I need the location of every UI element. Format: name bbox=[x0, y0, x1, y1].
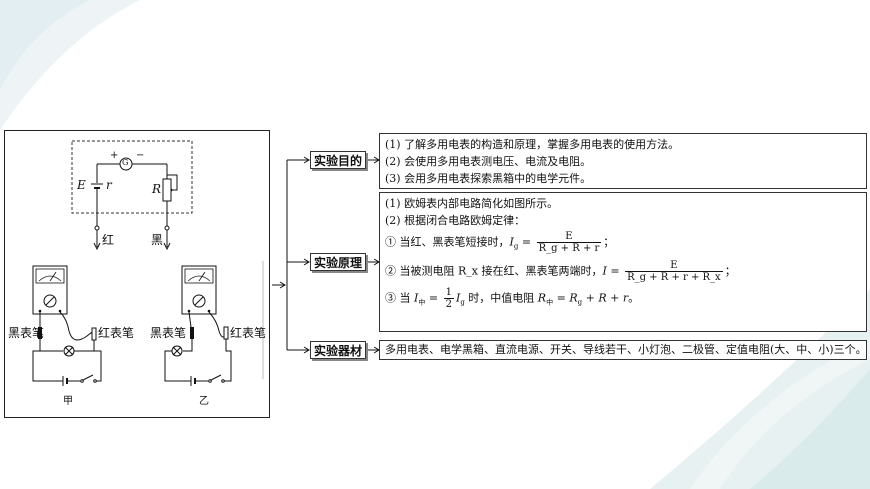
right-black-probe-label: 黑表笔 bbox=[150, 326, 187, 340]
purpose-item: (3) 会用多用电表探索黑箱中的电学元件。 bbox=[385, 172, 592, 185]
formula-numerator: E bbox=[625, 260, 723, 272]
black-terminal-label: 黑 bbox=[151, 233, 164, 247]
emf-label: E bbox=[77, 178, 86, 192]
purpose-content: (1) 了解多用电表的构造和原理，掌握多用电表的使用方法。 (2) 会使用多用电… bbox=[379, 133, 867, 189]
galvanometer-label: G bbox=[122, 158, 129, 167]
formula-denominator: R_g + R + r bbox=[538, 243, 600, 254]
principle-line-formula: ① 当红、黑表笔短接时，Ig = E R_g + R + r ； bbox=[385, 231, 615, 254]
circuit-diagram: + G − E r R 红 黑 黑表笔 红表笔 黑表笔 红表笔 甲 乙 bbox=[4, 130, 270, 418]
principle-prefix: ② 当被测电阻 R_x 接在红、黑表笔两端时， bbox=[385, 264, 603, 278]
principle-prefix: ③ 当 bbox=[385, 291, 411, 305]
caption-b: 乙 bbox=[199, 396, 209, 407]
principle-mid: 时，中值电阻 bbox=[468, 291, 535, 305]
circuit-drawing bbox=[32, 140, 264, 386]
red-terminal-label: 红 bbox=[102, 233, 115, 247]
purpose-label: 实验目的 bbox=[310, 151, 366, 169]
equipment-content: 多用电表、电学黑箱、直流电源、开关、导线若干、小灯泡、二极管、定值电阻(大、中、… bbox=[379, 340, 867, 360]
principle-line: (1) 欧姆表内部电路简化如图所示。 bbox=[385, 197, 559, 210]
left-black-probe-label: 黑表笔 bbox=[8, 326, 45, 340]
equipment-text: 多用电表、电学黑箱、直流电源、开关、导线若干、小灯泡、二极管、定值电阻(大、中、… bbox=[385, 343, 867, 356]
principle-content: (1) 欧姆表内部电路简化如图所示。 (2) 根据闭合电路欧姆定律： ① 当红、… bbox=[379, 192, 867, 332]
resistor-label: R bbox=[152, 182, 162, 196]
right-red-probe-label: 红表笔 bbox=[230, 326, 267, 340]
formula-numerator: E bbox=[536, 231, 602, 243]
internal-resistance-label: r bbox=[106, 178, 112, 192]
principle-label: 实验原理 bbox=[310, 253, 366, 271]
principle-line: (2) 根据闭合电路欧姆定律： bbox=[385, 214, 526, 227]
measure-formula: E R_g + R + r + R_x bbox=[625, 260, 723, 283]
caption-a: 甲 bbox=[63, 396, 73, 407]
minus-sign: − bbox=[136, 150, 145, 161]
equipment-label: 实验器材 bbox=[310, 341, 366, 359]
purpose-item: (2) 会使用多用电表测电压、电流及电阻。 bbox=[385, 155, 592, 168]
formula-denominator: R_g + R + r + R_x bbox=[627, 271, 721, 283]
principle-end: 。 bbox=[628, 291, 640, 305]
principle-prefix: ① 当红、黑表笔短接时， bbox=[385, 235, 510, 249]
purpose-item: (1) 了解多用电表的构造和原理，掌握多用电表的使用方法。 bbox=[385, 138, 680, 151]
principle-line-formula: ② 当被测电阻 R_x 接在红、黑表笔两端时，I = E R_g + R + r… bbox=[385, 259, 736, 283]
plus-sign: + bbox=[110, 150, 119, 161]
short-circuit-formula: E R_g + R + r bbox=[536, 231, 602, 254]
left-red-probe-label: 红表笔 bbox=[98, 326, 135, 340]
